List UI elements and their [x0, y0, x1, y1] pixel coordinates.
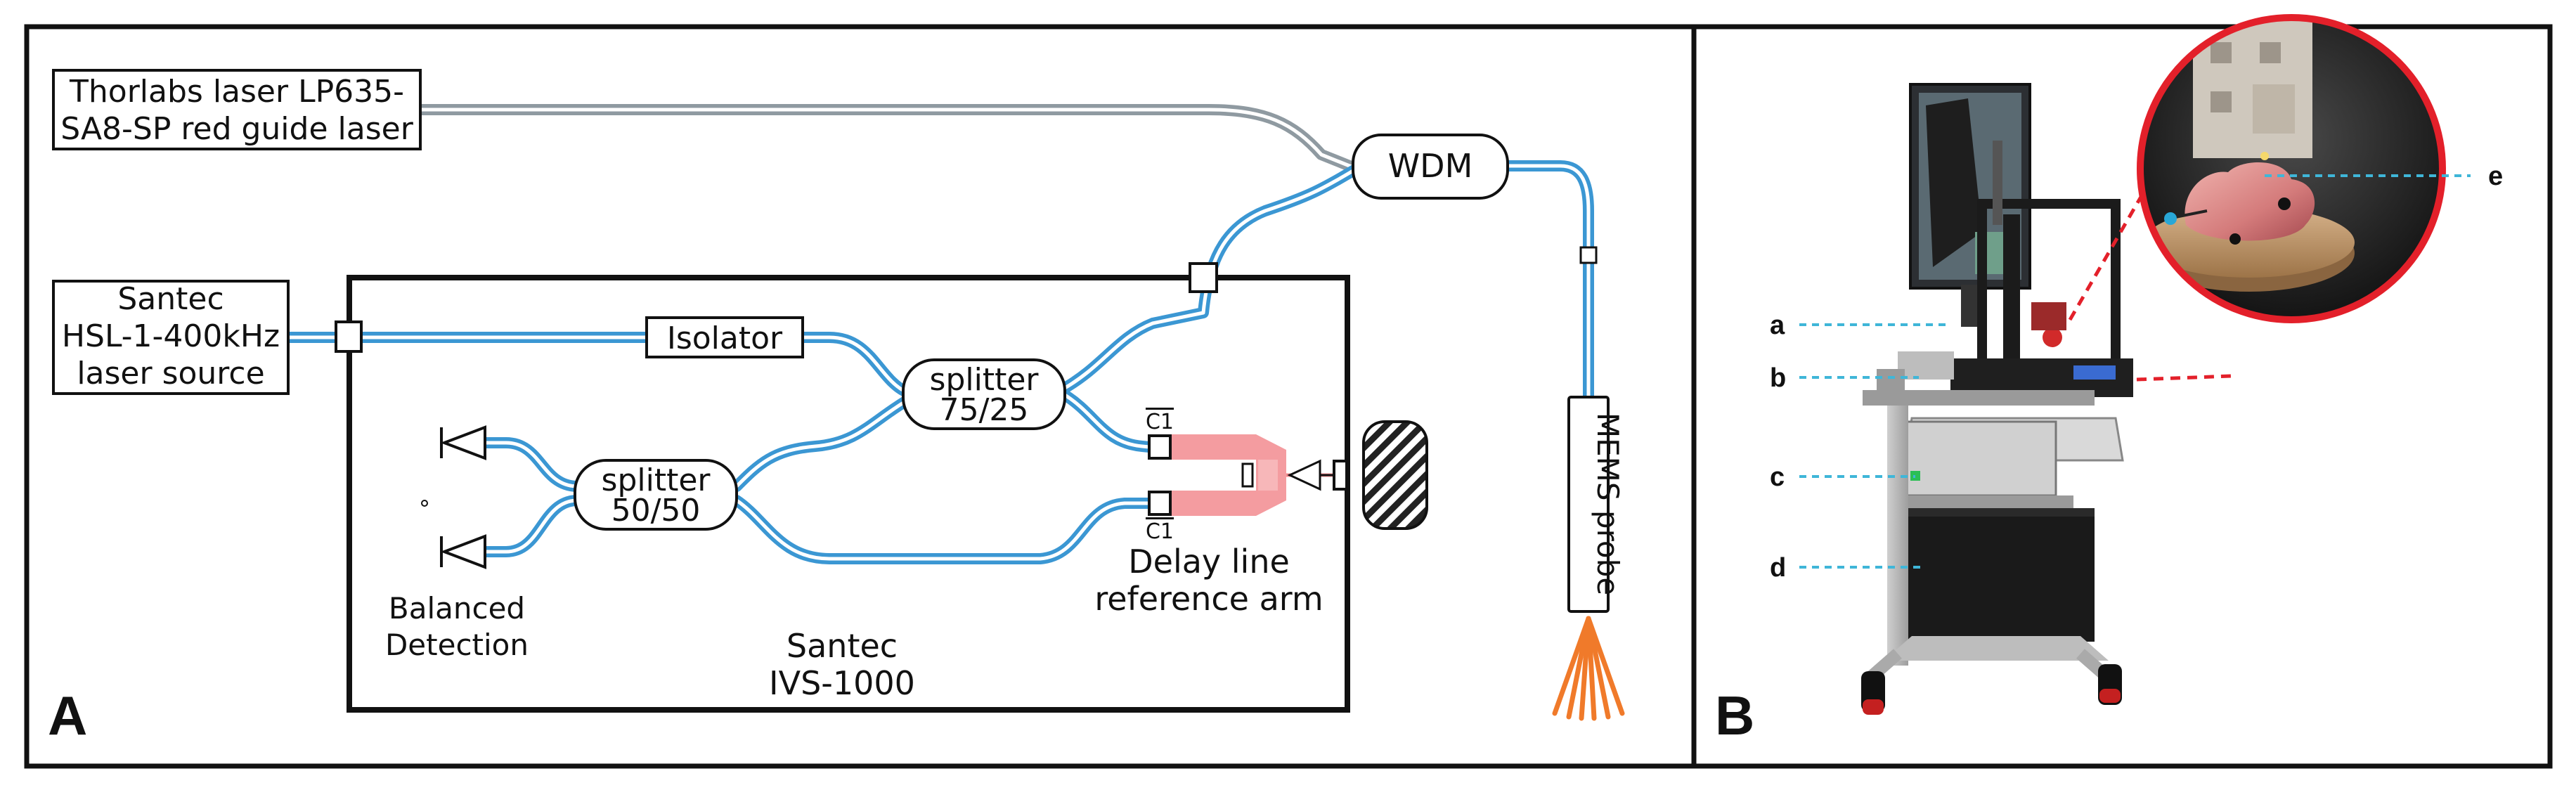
- guide-laser-line2: SA8-SP red guide laser: [60, 111, 413, 147]
- collimator-top: [1148, 434, 1172, 460]
- panel-b-illustration: [1861, 83, 2232, 715]
- system-line2: IVS-1000: [769, 664, 915, 702]
- label-c: c: [1770, 462, 1785, 492]
- isolator-label: Isolator: [667, 320, 783, 356]
- fiber-splitter-to-wdm: [1059, 163, 1362, 394]
- connector-probe-fiber: [1579, 246, 1598, 264]
- splitter-50-50-box: [574, 459, 738, 531]
- reference-collimator: [1287, 459, 1348, 491]
- guide-laser-line1: Thorlabs laser LP635-: [69, 74, 404, 110]
- detector-output-node: [421, 500, 428, 507]
- splitter-50-50-line2: 50/50: [611, 493, 701, 529]
- balanced-detector-top: [440, 425, 486, 460]
- isolator-box: [645, 316, 804, 358]
- connector-enclosure-top: [1189, 262, 1218, 293]
- splitter-75-25-line1: splitter: [930, 362, 1040, 398]
- guide-laser-box: [52, 69, 422, 150]
- source-line2: HSL-1-400kHz: [62, 318, 280, 354]
- computer-case: [1898, 508, 2095, 642]
- fiber-splitter-to-splitter: [731, 395, 912, 492]
- fiber-to-detector-bottom: [479, 495, 582, 557]
- laser-source-box: [52, 280, 290, 395]
- wdm-label: WDM: [1388, 147, 1473, 185]
- system-enclosure: [347, 275, 1350, 713]
- connector-source: [335, 320, 363, 353]
- reference-mirror: [1362, 420, 1428, 530]
- fiber-c1-bottom-to-splitter: [731, 495, 1155, 564]
- panel-a-letter: A: [48, 685, 87, 746]
- label-b: b: [1770, 363, 1786, 393]
- splitter-75-25-box: [902, 358, 1066, 430]
- fiber-wdm-to-probe: [1502, 160, 1594, 403]
- panel-b-frame: [1691, 24, 2553, 769]
- detection-line2: Detection: [385, 628, 529, 662]
- detection-line1: Balanced: [389, 591, 525, 626]
- source-line3: laser source: [77, 356, 264, 391]
- delay-line-beam: [1168, 434, 1346, 516]
- collimator-bottom-label: C1: [1146, 519, 1174, 544]
- panel-b-letter: B: [1715, 685, 1754, 746]
- balanced-detector-bottom: [440, 534, 486, 569]
- splitter-75-25-line2: 75/25: [940, 392, 1029, 428]
- label-e: e: [2488, 162, 2503, 191]
- fiber-to-detector-top: [479, 437, 582, 492]
- retro-mirror: [1241, 462, 1254, 488]
- inset-zoom: [2137, 14, 2446, 323]
- guide-laser-fiber: [415, 104, 1362, 174]
- delay-line-line1: Delay line: [1128, 543, 1290, 581]
- fiber-isolator-to-splitter: [797, 332, 912, 398]
- wdm-box: [1352, 134, 1509, 200]
- oct-unit: [1900, 420, 2057, 497]
- label-d: d: [1770, 553, 1786, 583]
- label-a: a: [1770, 311, 1785, 340]
- fiber-network: [283, 104, 1594, 564]
- system-line1: Santec: [787, 627, 898, 665]
- fiber-splitter-to-c1-top: [1059, 389, 1155, 453]
- splitter-50-50-line1: splitter: [602, 462, 711, 498]
- mems-probe-body: [1567, 396, 1610, 613]
- source-line1: Santec: [117, 281, 224, 317]
- probe-light-fan: [1552, 616, 1625, 721]
- collimator-bottom: [1148, 491, 1172, 516]
- delay-line-line2: reference arm: [1094, 580, 1323, 618]
- collimator-top-label: C1: [1146, 410, 1174, 434]
- mems-probe-label: MEMS probe: [1591, 413, 1625, 595]
- cart-top-shelf: [1863, 390, 2095, 406]
